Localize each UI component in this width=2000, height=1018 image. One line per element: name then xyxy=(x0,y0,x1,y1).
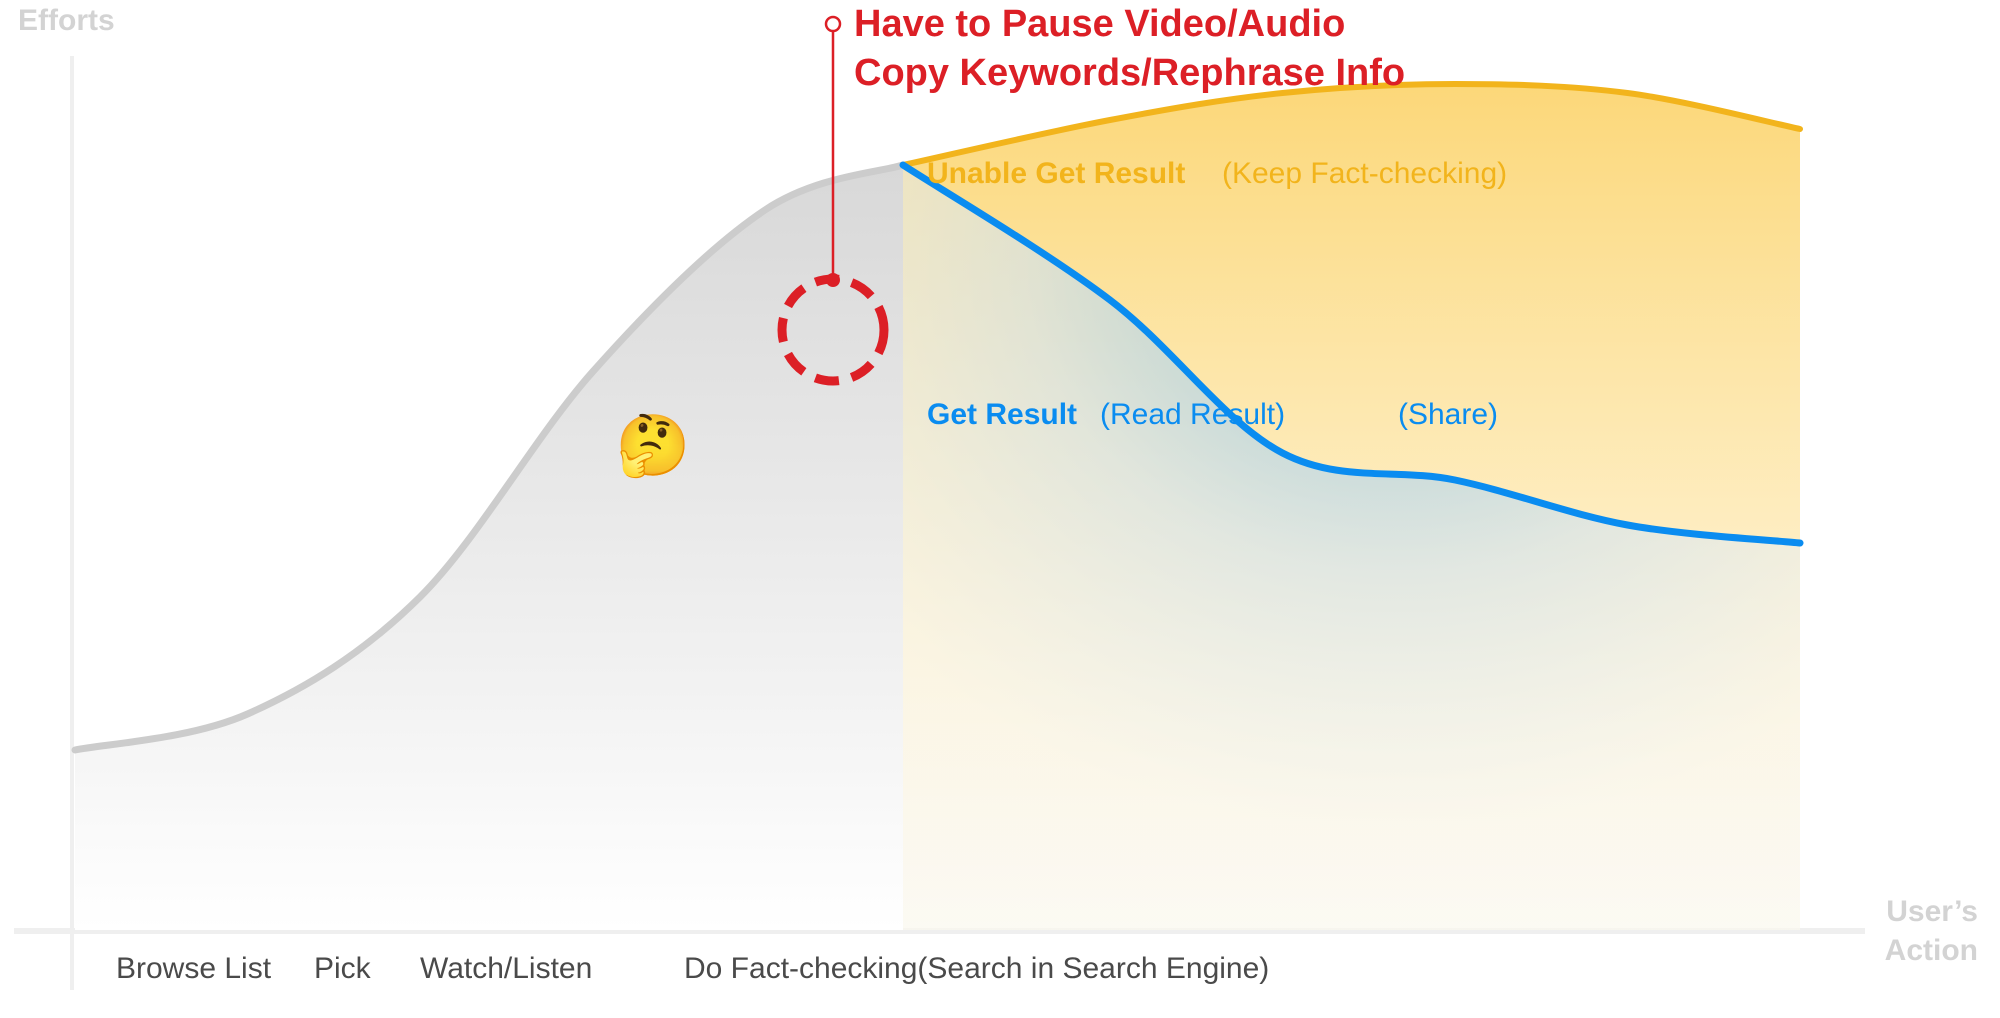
common-area xyxy=(75,165,903,930)
pause-callout-dot xyxy=(826,273,840,287)
get-result-area xyxy=(903,165,1800,930)
pause-callout-end xyxy=(824,15,842,33)
x-tick-label: Browse List xyxy=(116,952,272,985)
pause-annotation-line2: Copy Keywords/Rephrase Info xyxy=(854,52,1405,94)
unable-result-label: Unable Get Result xyxy=(927,157,1185,190)
y-axis-label: Efforts xyxy=(18,4,115,37)
x-tick-label: Do Fact-checking(Search in Search Engine… xyxy=(684,952,1269,985)
get-result-line xyxy=(899,161,1804,547)
unable-result-note: (Keep Fact-checking) xyxy=(1222,157,1507,190)
get-result-label: Get Result xyxy=(927,398,1077,431)
x-tick-label: Watch/Listen xyxy=(420,952,592,985)
x-axis-label-line1: User’s xyxy=(1886,895,1978,928)
thinking-face-icon: 🤔 xyxy=(616,412,691,480)
pause-annotation-line1: Have to Pause Video/Audio xyxy=(854,3,1345,45)
x-axis-label-line2: Action xyxy=(1885,934,1978,967)
x-tick-label: Pick xyxy=(314,952,372,985)
common-line xyxy=(71,161,907,754)
unable-result-line xyxy=(900,80,1803,168)
get-result-note-read: (Read Result) xyxy=(1100,398,1285,431)
get-result-note-share: (Share) xyxy=(1398,398,1498,431)
